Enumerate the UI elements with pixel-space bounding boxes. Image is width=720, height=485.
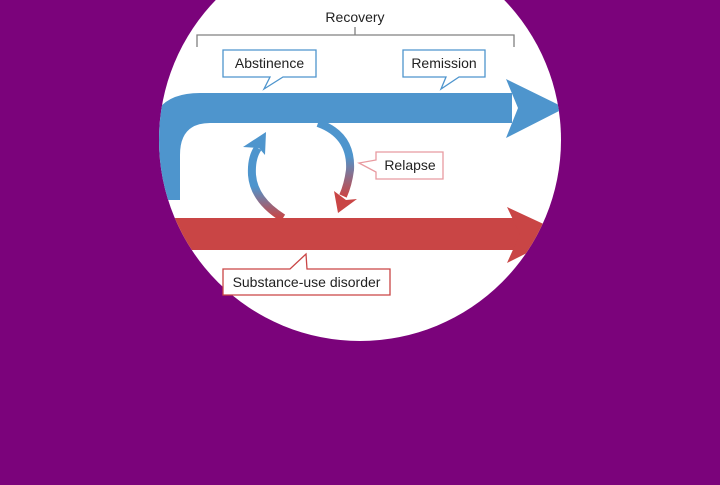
abstinence-callout: Abstinence [222,49,317,91]
recovery-bracket: Recovery [196,9,515,47]
recovery-label: Recovery [325,9,384,25]
spotlight-circle [159,0,561,341]
disorder-arrow [159,207,561,263]
abstinence-label: Abstinence [235,55,304,71]
return-to-recovery-arc [243,132,286,222]
relapse-callout: Relapse [357,151,444,180]
disorder-label: Substance-use disorder [233,274,381,290]
disorder-callout: Substance-use disorder [222,252,391,296]
recovery-arrow [159,79,561,200]
remission-callout: Remission [402,49,486,91]
relapse-label: Relapse [384,157,436,173]
relapse-arc [316,119,357,213]
remission-label: Remission [411,55,476,71]
